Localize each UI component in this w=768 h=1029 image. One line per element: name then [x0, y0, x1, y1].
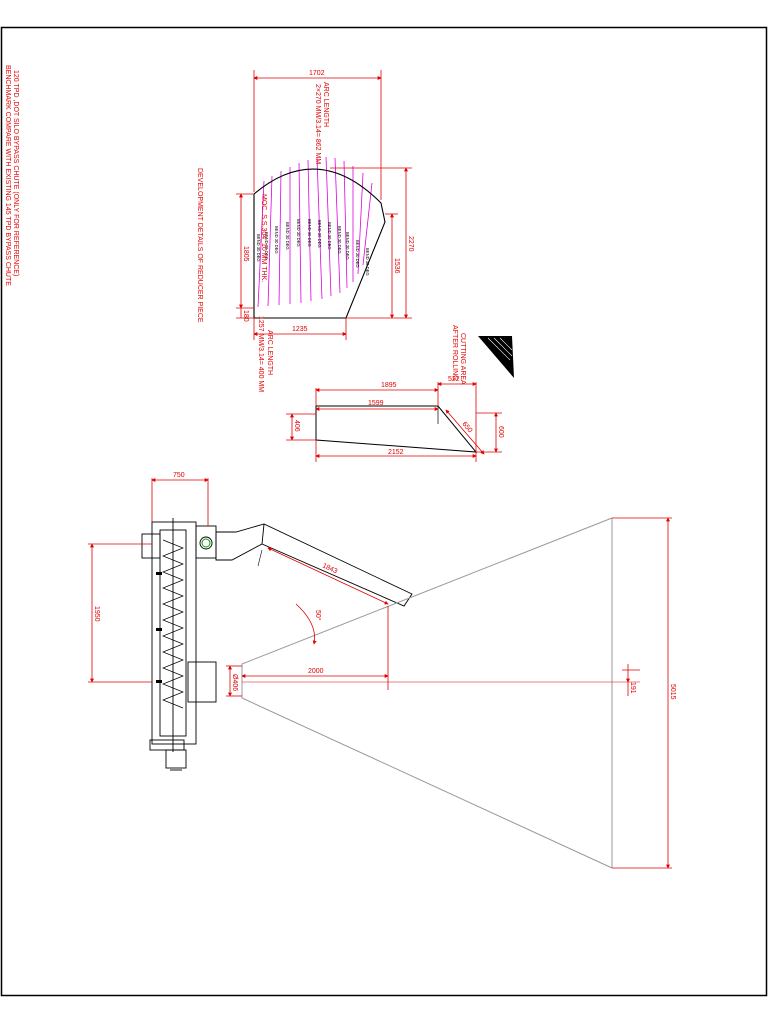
- bend-labels: BEND 30 DEG BEND 30 DEG BEND 30 DEG BEND…: [256, 219, 370, 276]
- arc-length-top-label: ARC LENGTH: [322, 82, 329, 127]
- bend-label: BEND 30 DEG: [264, 232, 269, 260]
- bend-label: BEND 30 DEG: [285, 222, 290, 250]
- dim-600: 600: [497, 426, 504, 438]
- development-view: BEND 30 DEG BEND 30 DEG BEND 30 DEG BEND…: [196, 70, 414, 392]
- dim-191: 191: [629, 682, 636, 694]
- dim-angle: 50°: [314, 610, 322, 621]
- conveyor-body: [141, 518, 217, 771]
- cutting-area-shape: [478, 336, 514, 378]
- flat-pattern-outline: [315, 405, 478, 453]
- dim-180: 180: [242, 310, 249, 322]
- dim-1895: 1895: [381, 382, 397, 389]
- sheet-border: [0, 26, 768, 997]
- cutting-label-2: AFTER ROLLING: [451, 325, 458, 381]
- screw-flights: [162, 539, 184, 709]
- dim-5015: 5015: [669, 684, 676, 700]
- dim-1536: 1536: [393, 258, 400, 274]
- dim-1950: 1950: [93, 606, 100, 622]
- dim-1702: 1702: [309, 70, 325, 77]
- dim-650: 650: [460, 421, 473, 435]
- valve-marker: [201, 538, 211, 548]
- arc-length-top-value: 2×270 MM/3.14= 862 MM: [314, 84, 321, 164]
- bend-label: BEND 30 DEG: [307, 219, 312, 247]
- note-line-1: 120 TPD ,DOT SILO BYPASS CHUTE (ONLY FOR…: [12, 70, 19, 276]
- dim-1805: 1805: [242, 246, 249, 262]
- dim-522: 522: [448, 376, 460, 383]
- cutting-label-1: CUTTING AREA: [459, 333, 466, 385]
- arc-length-bottom-value: 1257 MM/3.14= 400 MM: [257, 316, 264, 392]
- reducer-cone: [241, 517, 613, 869]
- dim-2270: 2270: [407, 236, 414, 252]
- dim-2000: 2000: [308, 668, 324, 675]
- development-dimensions: [236, 70, 412, 340]
- arc-length-bottom-label: ARC LENGTH: [266, 330, 273, 375]
- cutting-area-detail: CUTTING AREA AFTER ROLLING: [451, 325, 514, 385]
- notes-block: 120 TPD ,DOT SILO BYPASS CHUTE (ONLY FOR…: [4, 65, 19, 286]
- development-title: DEVELOPMENT DETAILS OF REDUCER PIECE: [196, 168, 203, 323]
- flat-pattern-view: 1895 522 1599 650 406 600 2152: [286, 376, 504, 462]
- bypass-chute: [215, 523, 413, 607]
- assembly-view: 750 1950 1843 50° 2000 Ø406 191 5015: [88, 472, 676, 869]
- dim-1599: 1599: [368, 400, 384, 407]
- flange-marks: [156, 572, 162, 683]
- dim-2152: 2152: [388, 449, 404, 456]
- note-line-2: BENCHMARK COMPARE WITH EXISTING 145 TPD …: [4, 65, 11, 286]
- bend-label: BEND 30 DEG: [317, 220, 322, 248]
- bend-label: BEND 30 DEG: [345, 232, 350, 260]
- bend-label: BEND 30 DEG: [337, 226, 342, 254]
- dim-406: 406: [293, 420, 300, 432]
- bend-label: BEND 30 DEG: [296, 219, 301, 247]
- bend-label: BEND 30 DEG: [365, 248, 370, 276]
- dim-dia-406: Ø406: [231, 674, 238, 691]
- dim-1235: 1235: [292, 326, 308, 333]
- bend-label: BEND 30 DEG: [256, 234, 261, 262]
- development-moc: MOC. S.S.304_10 MM THK.: [260, 194, 267, 282]
- fold-lines: [257, 156, 373, 308]
- development-outline: [253, 168, 386, 319]
- bend-label: BEND 30 DEG: [327, 222, 332, 250]
- bend-label: BEND 30 DEG: [355, 240, 360, 268]
- bend-label: BEND 30 DEG: [274, 226, 279, 254]
- dim-750: 750: [173, 472, 185, 479]
